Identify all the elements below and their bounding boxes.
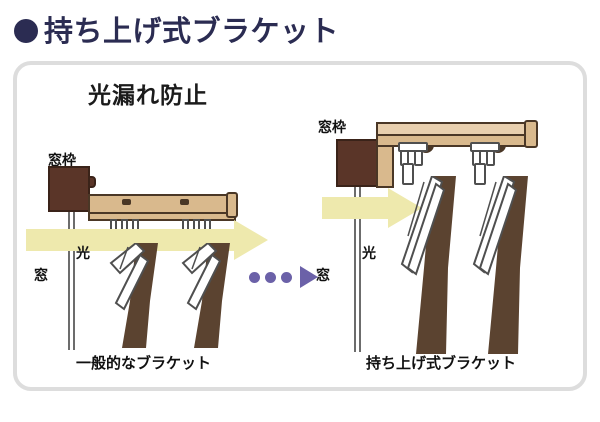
- left-window-frame-block: [48, 166, 90, 212]
- right-liftup-bracket-head: [470, 142, 500, 152]
- left-runner-dot: [122, 199, 131, 205]
- right-light-leak-arrow: [322, 188, 422, 228]
- left-runner-dot: [180, 199, 189, 205]
- right-rail-endcap: [524, 120, 538, 148]
- right-label-window-frame: 窓枠: [318, 120, 346, 136]
- right-liftup-bracket-leg: [486, 150, 495, 166]
- title-text: 持ち上げ式ブラケット: [44, 13, 340, 48]
- transition-triangle-icon: [300, 266, 318, 288]
- right-liftup-bracket-stem: [474, 163, 486, 185]
- right-window-glass: [354, 186, 361, 352]
- transition-arrow: [249, 266, 318, 288]
- left-label-light: 光: [76, 246, 90, 262]
- right-caption: 持ち上げ式ブラケット: [366, 354, 517, 372]
- left-label-window: 窓: [34, 268, 48, 284]
- right-liftup-bracket-stem: [402, 163, 414, 185]
- left-frame-nub: [88, 176, 96, 188]
- left-caption: 一般的なブラケット: [76, 354, 212, 372]
- right-liftup-bracket-head: [398, 142, 428, 152]
- right-label-light: 光: [362, 246, 376, 262]
- left-window-glass: [68, 208, 75, 350]
- left-label-window-frame: 窓枠: [48, 153, 76, 169]
- panel-subheading: 光漏れ防止: [88, 83, 208, 109]
- right-window-frame-block: [336, 139, 378, 187]
- right-label-window: 窓: [316, 268, 330, 284]
- transition-dot: [249, 271, 260, 283]
- right-liftup-bracket-leg: [414, 150, 423, 166]
- page-title: 持ち上げ式ブラケット: [14, 10, 574, 52]
- left-rail-endcap: [226, 192, 238, 218]
- transition-dot: [265, 271, 276, 283]
- bullet-dot-icon: [14, 19, 38, 43]
- transition-dot: [281, 271, 292, 283]
